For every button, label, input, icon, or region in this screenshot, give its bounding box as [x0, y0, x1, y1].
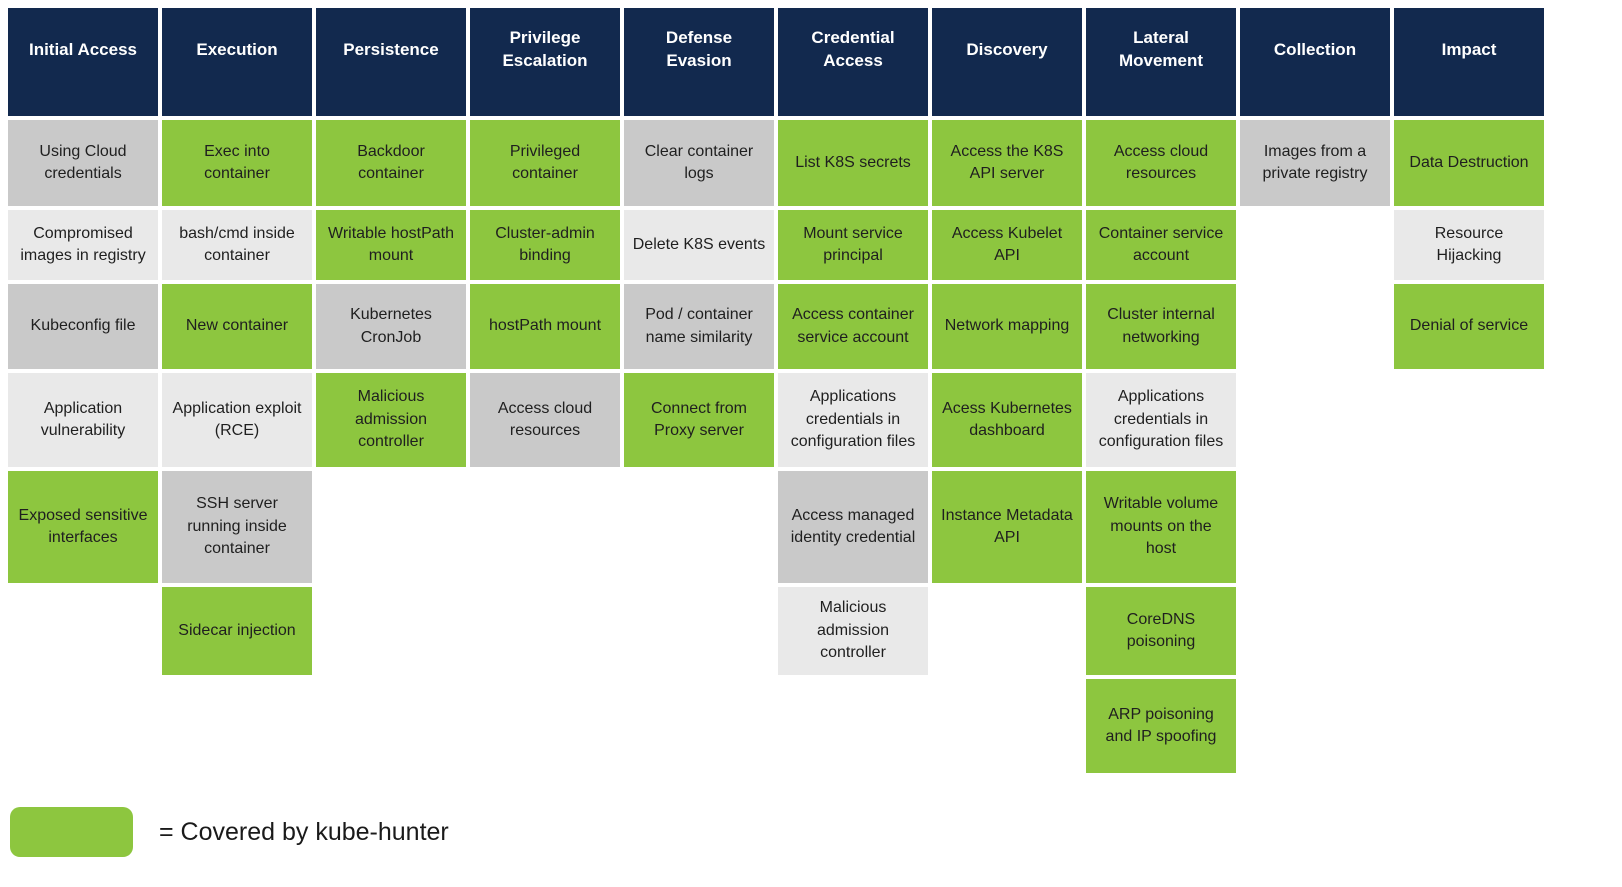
technique-cell-denial-of-service: Denial of service — [1394, 284, 1544, 369]
column-header-credential-access: Credential Access — [778, 8, 928, 116]
column-header-privilege-escalation: Privilege Escalation — [470, 8, 620, 116]
technique-cell-list-k8s-secrets: List K8S secrets — [778, 120, 928, 206]
technique-cell-application-vulnerability: Application vulnerability — [8, 373, 158, 467]
technique-cell-bash-cmd-inside-container: bash/cmd inside container — [162, 210, 312, 280]
technique-cell-connect-from-proxy-server: Connect from Proxy server — [624, 373, 774, 467]
technique-cell-access-container-service-account: Access container service account — [778, 284, 928, 369]
technique-cell-hostpath-mount: hostPath mount — [470, 284, 620, 369]
technique-cell-privileged-container: Privileged container — [470, 120, 620, 206]
technique-cell-application-exploit-rce: Application exploit (RCE) — [162, 373, 312, 467]
column-header-impact: Impact — [1394, 8, 1544, 116]
technique-cell-compromised-images-in-registry: Compromised images in registry — [8, 210, 158, 280]
technique-cell-using-cloud-credentials: Using Cloud credentials — [8, 120, 158, 206]
technique-cell-access-cloud-resources: Access cloud resources — [470, 373, 620, 467]
column-header-defense-evasion: Defense Evasion — [624, 8, 774, 116]
technique-cell-access-managed-identity-credential: Access managed identity credential — [778, 471, 928, 583]
technique-cell-writable-hostpath-mount: Writable hostPath mount — [316, 210, 466, 280]
technique-cell-applications-credentials-in-configuration-files: Applications credentials in configuratio… — [778, 373, 928, 467]
column-header-initial-access: Initial Access — [8, 8, 158, 116]
technique-cell-clear-container-logs: Clear container logs — [624, 120, 774, 206]
column-header-persistence: Persistence — [316, 8, 466, 116]
technique-cell-new-container: New container — [162, 284, 312, 369]
column-header-collection: Collection — [1240, 8, 1390, 116]
technique-cell-sidecar-injection: Sidecar injection — [162, 587, 312, 675]
technique-cell-cluster-internal-networking: Cluster internal networking — [1086, 284, 1236, 369]
technique-cell-pod-container-name-similarity: Pod / container name similarity — [624, 284, 774, 369]
technique-cell-exposed-sensitive-interfaces: Exposed sensitive interfaces — [8, 471, 158, 583]
technique-cell-mount-service-principal: Mount service principal — [778, 210, 928, 280]
technique-cell-access-cloud-resources: Access cloud resources — [1086, 120, 1236, 206]
technique-cell-exec-into-container: Exec into container — [162, 120, 312, 206]
technique-cell-malicious-admission-controller: Malicious admission controller — [316, 373, 466, 467]
technique-cell-malicious-admission-controller: Malicious admission controller — [778, 587, 928, 675]
technique-cell-access-kubelet-api: Access Kubelet API — [932, 210, 1082, 280]
technique-cell-cluster-admin-binding: Cluster-admin binding — [470, 210, 620, 280]
technique-cell-network-mapping: Network mapping — [932, 284, 1082, 369]
technique-cell-acess-kubernetes-dashboard: Acess Kubernetes dashboard — [932, 373, 1082, 467]
technique-cell-instance-metadata-api: Instance Metadata API — [932, 471, 1082, 583]
technique-cell-ssh-server-running-inside-container: SSH server running inside container — [162, 471, 312, 583]
technique-cell-coredns-poisoning: CoreDNS poisoning — [1086, 587, 1236, 675]
technique-cell-resource-hijacking: Resource Hijacking — [1394, 210, 1544, 280]
legend-covered-swatch — [10, 807, 133, 857]
technique-cell-backdoor-container: Backdoor container — [316, 120, 466, 206]
column-header-lateral-movement: Lateral Movement — [1086, 8, 1236, 116]
column-header-execution: Execution — [162, 8, 312, 116]
legend: = Covered by kube-hunter — [10, 807, 1622, 857]
technique-cell-access-the-k8s-api-server: Access the K8S API server — [932, 120, 1082, 206]
technique-cell-kubernetes-cronjob: Kubernetes CronJob — [316, 284, 466, 369]
technique-cell-images-from-a-private-registry: Images from a private registry — [1240, 120, 1390, 206]
legend-label: = Covered by kube-hunter — [159, 817, 449, 846]
technique-cell-arp-poisoning-and-ip-spoofing: ARP poisoning and IP spoofing — [1086, 679, 1236, 773]
technique-cell-data-destruction: Data Destruction — [1394, 120, 1544, 206]
technique-cell-delete-k8s-events: Delete K8S events — [624, 210, 774, 280]
column-header-discovery: Discovery — [932, 8, 1082, 116]
technique-cell-applications-credentials-in-configuration-files: Applications credentials in configuratio… — [1086, 373, 1236, 467]
technique-cell-writable-volume-mounts-on-the-host: Writable volume mounts on the host — [1086, 471, 1236, 583]
technique-cell-container-service-account: Container service account — [1086, 210, 1236, 280]
technique-cell-kubeconfig-file: Kubeconfig file — [8, 284, 158, 369]
